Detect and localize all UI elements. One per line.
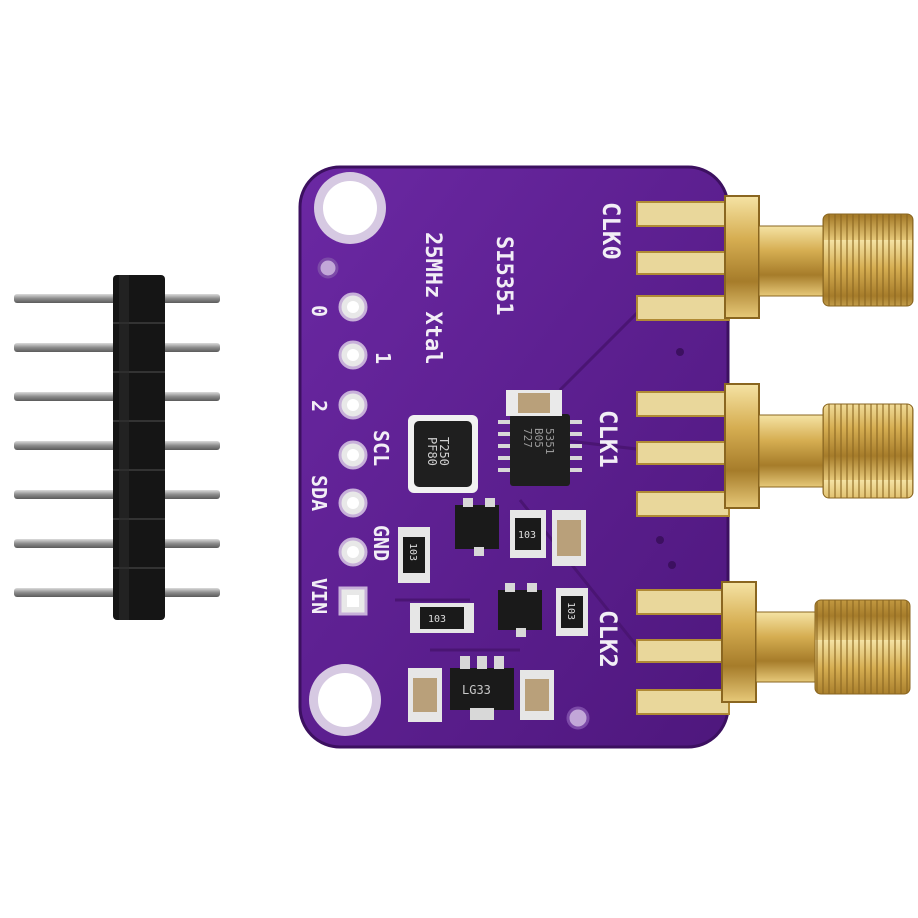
transistor-q2 — [498, 583, 542, 637]
crystal-marking-2: PF80 — [425, 437, 439, 466]
capacitor-c2 — [552, 510, 586, 566]
sma-connector-clk2 — [636, 581, 911, 715]
resistor-code-3: 103 — [428, 614, 446, 625]
pin-label-gnd: GND — [369, 525, 393, 561]
ic-marking-1: 5351 — [543, 428, 556, 455]
mounting-hole-top — [314, 172, 386, 244]
pin-label-vin: VIN — [307, 578, 331, 614]
chip-name-label: SI5351 — [491, 236, 516, 315]
capacitor-c4 — [520, 670, 554, 720]
crystal-label: 25MHz Xtal — [420, 232, 445, 364]
resistor-code-4: 103 — [565, 602, 576, 620]
pin-label-2: 2 — [307, 400, 331, 412]
resistor-code-1: 103 — [407, 543, 418, 561]
crystal-component: T250 PF80 — [408, 415, 478, 493]
header-pads — [338, 292, 368, 616]
clk1-label: CLK1 — [594, 410, 622, 468]
resistor-r3: 103 — [410, 603, 474, 633]
voltage-regulator: LG33 — [450, 656, 514, 720]
sma-connector-clk0 — [636, 195, 914, 321]
resistor-code-2: 103 — [518, 530, 536, 541]
crystal-marking-1: T250 — [437, 437, 451, 466]
transistor-q1 — [455, 498, 499, 556]
pin-label-sda: SDA — [307, 475, 331, 511]
pcb-board: 0 1 2 SCL SDA GND VIN 25MHz Xtal SI5351 … — [298, 165, 730, 749]
pin-label-1: 1 — [371, 352, 395, 364]
si5351-ic: 5351 B05 727 — [498, 414, 582, 486]
mounting-hole-bottom — [309, 664, 381, 736]
ic-marking-3: 727 — [521, 428, 534, 448]
resistor-r4: 103 — [556, 588, 588, 636]
sma-connector-clk1 — [636, 383, 914, 517]
pin-label-scl: SCL — [369, 430, 393, 466]
header-plastic-body — [113, 275, 165, 620]
pin-label-0: 0 — [307, 305, 331, 317]
resistor-r2: 103 — [510, 510, 546, 558]
clk2-label: CLK2 — [594, 610, 622, 668]
pcb-traces — [395, 308, 646, 652]
capacitor-top — [506, 390, 562, 416]
capacitor-c3 — [408, 668, 442, 722]
clk0-label: CLK0 — [597, 202, 625, 260]
pin-labels: 0 1 2 SCL SDA GND VIN — [307, 305, 395, 614]
pin-header — [14, 275, 220, 620]
resistor-r1: 103 — [398, 527, 430, 583]
regulator-marking: LG33 — [462, 683, 491, 697]
ic-marking-2: B05 — [532, 428, 545, 448]
